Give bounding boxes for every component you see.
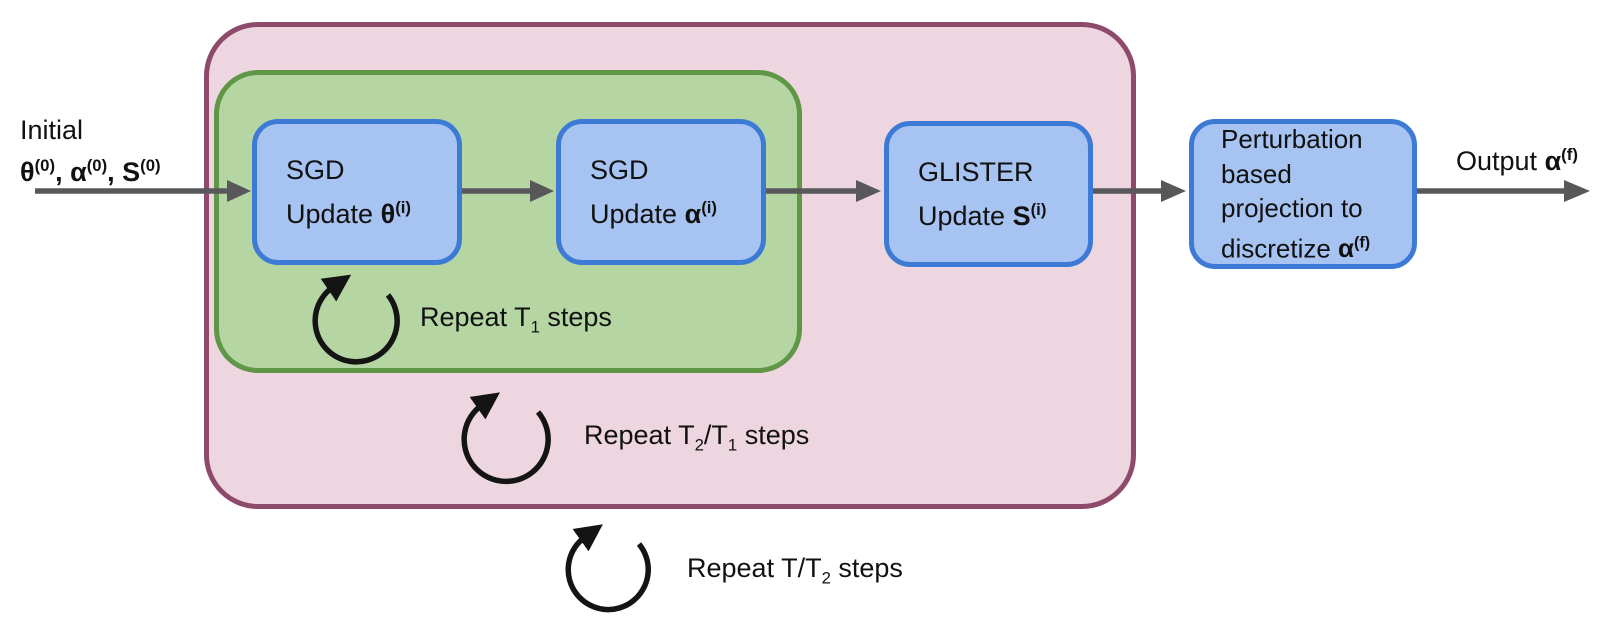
output-label-text: Output: [1456, 146, 1545, 176]
superscript: (i): [1030, 199, 1047, 219]
initial-label: Initial θ(0), α(0), S(0): [20, 113, 161, 190]
inner-loop-arrow-icon: [312, 274, 400, 365]
inner-loop-label: Repeat T1 steps: [420, 302, 612, 337]
superscript: (f): [1354, 233, 1371, 252]
symbol: α: [1544, 146, 1562, 176]
node-text-body: Perturbation based projection to discret…: [1221, 124, 1363, 264]
node-line2: Update θ(i): [286, 189, 451, 233]
loop-text: steps: [737, 420, 810, 450]
node-text: Perturbation based projection to discret…: [1221, 122, 1400, 266]
theta-symbol: θ(i): [380, 197, 411, 229]
outer-loop-label: Repeat T/T2 steps: [687, 553, 903, 588]
arrowhead-icon: [1161, 180, 1186, 202]
input-arrowhead-icon: [227, 180, 251, 202]
node-line1: GLISTER: [918, 156, 1034, 187]
output-label: Output α(f): [1456, 145, 1578, 177]
loop-text: steps: [830, 553, 903, 583]
symbol: α: [1338, 233, 1355, 264]
theta-symbol: θ: [20, 157, 35, 187]
separator: ,: [55, 157, 71, 187]
separator: ,: [107, 157, 123, 187]
node-glister-update-s: GLISTER Update S(i): [884, 121, 1093, 267]
subscript: 2: [821, 568, 831, 588]
loop-text: /T: [703, 420, 728, 450]
subscript: 1: [727, 435, 738, 455]
loop-text: Repeat T: [584, 420, 695, 450]
node-line2-text: Update: [918, 200, 1013, 231]
loop-arrows: [312, 274, 651, 613]
subscript: 2: [694, 435, 704, 455]
initial-label-line1: Initial: [20, 115, 84, 145]
node-sgd-update-theta: SGD Update θ(i): [252, 119, 462, 265]
s-symbol: S(i): [1012, 199, 1047, 231]
symbol: α: [684, 198, 702, 229]
middle-loop-label: Repeat T2/T1 steps: [584, 420, 809, 455]
initial-label-line2: θ(0), α(0), S(0): [20, 148, 161, 190]
s-superscript: (0): [140, 156, 161, 175]
superscript: (i): [395, 197, 411, 217]
loop-text: steps: [539, 302, 612, 332]
alpha-symbol: α(f): [1338, 233, 1370, 263]
s-symbol: S: [122, 157, 141, 187]
alpha-symbol: α(f): [1544, 145, 1578, 176]
node-perturbation-projection: Perturbation based projection to discret…: [1189, 119, 1417, 269]
subscript: 1: [530, 317, 540, 337]
outer-loop-arrow-icon: [565, 524, 651, 613]
arrowhead-icon: [530, 180, 554, 202]
flow-arrows: [35, 180, 1590, 202]
node-line2: Update α(i): [590, 189, 755, 233]
loop-text: Repeat T: [420, 302, 531, 332]
alpha-symbol: α: [70, 157, 87, 187]
loop-text: Repeat T/T: [687, 553, 822, 583]
superscript: (f): [1561, 145, 1578, 164]
superscript: (i): [701, 197, 717, 217]
middle-loop-arrow-icon: [461, 392, 551, 485]
node-line2-text: Update: [590, 198, 685, 229]
node-line1: SGD: [590, 154, 649, 185]
theta-superscript: (0): [34, 156, 56, 175]
node-line2: Update S(i): [918, 191, 1082, 235]
output-arrowhead-icon: [1564, 180, 1590, 202]
node-sgd-update-alpha: SGD Update α(i): [556, 119, 766, 265]
arrowhead-icon: [856, 180, 881, 202]
alpha-symbol: α(i): [684, 197, 717, 229]
alpha-superscript: (0): [86, 156, 108, 175]
node-line1: SGD: [286, 154, 345, 185]
symbol: θ: [380, 198, 396, 229]
symbol: S: [1012, 200, 1031, 231]
node-line2-text: Update: [286, 198, 381, 229]
